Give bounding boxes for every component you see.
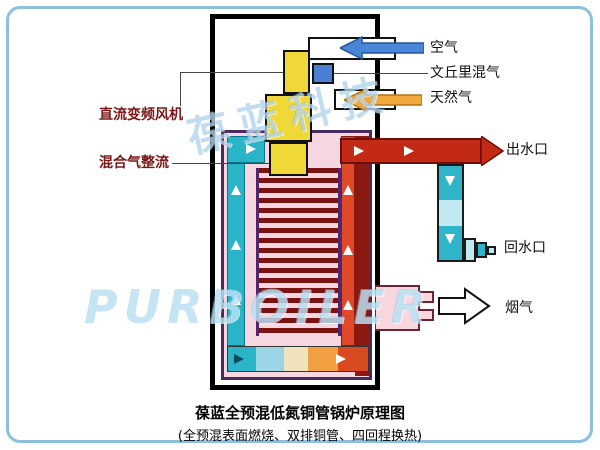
label-air: 空气 xyxy=(430,40,458,56)
gas-flow-arrow-icon xyxy=(342,87,423,116)
up-arrow-icon xyxy=(343,185,353,195)
diagram-subtitle: (全预混表面燃烧、双排铜管、四回程换热) xyxy=(177,429,423,444)
air-flow-arrow-icon xyxy=(338,35,425,64)
right-arrow-icon xyxy=(246,144,256,154)
venturi-mixer-box xyxy=(312,63,334,84)
right-hot-channel xyxy=(341,136,355,346)
rectifier-leader-line xyxy=(172,163,269,164)
venturi-leader-line xyxy=(334,73,428,74)
outer-frame xyxy=(6,6,593,443)
return-water-pipe xyxy=(437,164,464,262)
label-mixed-gas-rectifier: 混合气整流 xyxy=(99,155,169,171)
flue-gas-arrow-icon xyxy=(438,287,491,325)
title-block: 葆蓝全预混低氮铜管锅炉原理图 (全预混表面燃烧、双排铜管、四回程换热) xyxy=(0,402,600,444)
hot-water-pipe-tip xyxy=(480,134,505,170)
mixed-gas-rectifier-box xyxy=(269,142,308,176)
right-arrow-icon xyxy=(234,354,244,364)
pass-segment-2 xyxy=(256,347,284,371)
diagram-title: 葆蓝全预混低氮铜管锅炉原理图 xyxy=(194,404,405,422)
label-dc-inverter-fan: 直流变频风机 xyxy=(99,107,183,123)
up-arrow-icon xyxy=(231,295,241,305)
return-inlet-flange-2 xyxy=(476,242,487,258)
label-venturi-mix: 文丘里混气 xyxy=(430,65,500,81)
up-arrow-icon xyxy=(231,185,241,195)
return-inlet-flange-3 xyxy=(487,246,496,255)
down-arrow-icon xyxy=(445,176,455,186)
label-flue-gas: 烟气 xyxy=(505,300,533,316)
flue-outlet xyxy=(374,278,497,342)
down-arrow-icon xyxy=(445,234,455,244)
pass-segment-4 xyxy=(308,347,338,371)
bottom-pass-channel xyxy=(227,346,369,372)
label-water-outlet: 出水口 xyxy=(506,142,548,158)
dc-inverter-fan-box xyxy=(265,94,312,142)
right-arrow-icon xyxy=(336,354,346,364)
return-pipe-segment-mid xyxy=(439,200,462,226)
label-natural-gas: 天然气 xyxy=(430,90,472,106)
fan-leader-line-v xyxy=(180,72,181,106)
fan-leader-line-h xyxy=(180,72,283,73)
pass-segment-3 xyxy=(284,347,308,371)
right-arrow-icon xyxy=(404,146,414,156)
copper-tube-bank xyxy=(256,168,341,336)
right-arrow-icon xyxy=(354,146,364,156)
fan-top-box xyxy=(283,50,310,94)
flue-duct-shape xyxy=(374,285,434,331)
return-inlet-flange-1 xyxy=(464,238,476,262)
up-arrow-icon xyxy=(343,245,353,255)
label-water-return: 回水口 xyxy=(504,240,546,256)
up-arrow-icon xyxy=(231,240,241,250)
right-outer-channel xyxy=(355,136,369,376)
up-arrow-icon xyxy=(343,300,353,310)
